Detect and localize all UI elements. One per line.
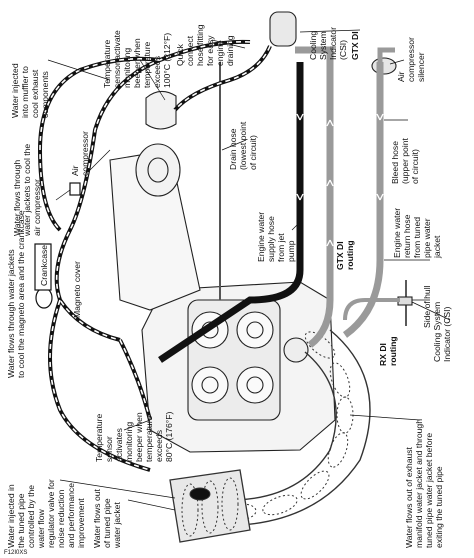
hoses xyxy=(34,39,400,472)
rx-di-routing-label: RX DI routing xyxy=(378,336,398,366)
air-compressor-label: Air compressor xyxy=(70,131,90,176)
leader-lines xyxy=(47,29,451,511)
gtx-di-top-label: GTX DI xyxy=(350,31,360,60)
labels: Water injected into muffler to cool exha… xyxy=(4,22,452,556)
exhaust-manifold-out-label: Water flows out of exhaust manifold wate… xyxy=(404,417,444,548)
water-jackets-magneto-label: Water flows through water jackets to coo… xyxy=(6,210,26,378)
supply-hose xyxy=(158,62,304,363)
tuned-pipe xyxy=(169,329,371,543)
cylinder-3 xyxy=(191,366,229,404)
csi-top-canister xyxy=(269,11,297,47)
magneto-cover-shape xyxy=(35,287,53,309)
gtx-di-routing-label: GTX DI routing xyxy=(335,239,355,270)
rx-routing-hose xyxy=(343,298,400,321)
air-compressor-body xyxy=(135,143,181,197)
quick-connect-label: Quick connect hose fitting for easy engi… xyxy=(175,22,235,66)
tuned-pipe-injection-label: Water injected in the tuned pipe control… xyxy=(6,477,86,549)
bleed-hose-label: Bleed hose (upper point of circuit) xyxy=(390,136,420,184)
crankcase-box xyxy=(34,243,52,291)
cylinder-2 xyxy=(236,311,274,349)
air-compressor-silencer-label: Air compressor silencer xyxy=(396,35,426,82)
figure-code: F12I0XS xyxy=(4,550,27,556)
crankcase-label: Crankcase xyxy=(39,245,49,286)
tuned-pipe-out-label: Water flows out of tuned pipe water jack… xyxy=(92,487,122,549)
tuned-pipe-body xyxy=(169,469,251,543)
gtx-return-hose xyxy=(307,62,334,348)
drain-hose-label: Drain hose (lowest point of circuit) xyxy=(228,119,258,170)
temp-sensor-100-label: Temperature sensor activate monitoring b… xyxy=(102,28,172,88)
supply-hose-label: Engine water supply hose from jet pump xyxy=(256,209,296,262)
bleed-hose xyxy=(342,62,384,338)
side-of-hull-label: Side of hull xyxy=(422,285,432,328)
muffler-injection-label: Water injected into muffler to cool exha… xyxy=(10,61,50,118)
magneto-cover-label: Magneto cover xyxy=(72,261,82,318)
csi-rx-label: Cooling System Indicator (CSI) xyxy=(432,299,452,362)
air-compressor-fitting xyxy=(69,182,81,196)
temp-sensor-80-label: Temperature sensor activates monitoring … xyxy=(94,410,174,462)
csi-gtx-label: Cooling System Indicator (CSI) xyxy=(308,25,348,60)
engine-illustration xyxy=(109,11,413,453)
air-compressor-silencer xyxy=(371,57,397,75)
water-jackets-compressor-label: Water flows through water jackets to coo… xyxy=(12,141,42,237)
return-hose-label: Engine water return hose from tuned pipe… xyxy=(392,205,442,259)
cylinder-4 xyxy=(236,366,274,404)
